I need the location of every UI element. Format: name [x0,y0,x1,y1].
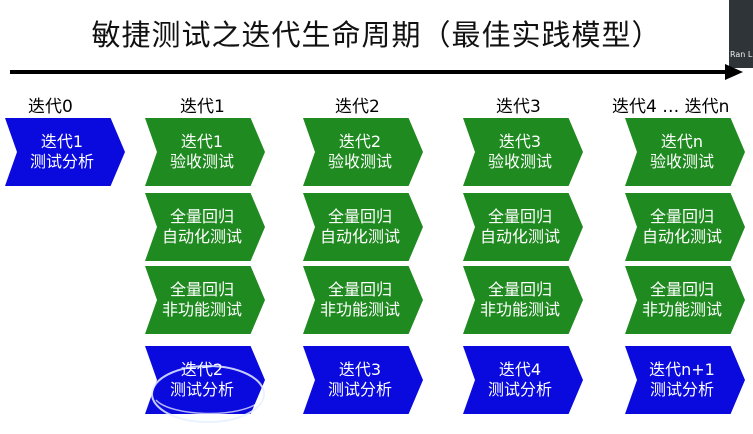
column-label-iteration-0: 迭代0 [28,92,73,117]
slide-title: 敏捷测试之迭代生命周期（最佳实践模型） [0,12,753,54]
step-line-2: 非功能测试 [320,300,406,320]
step-line-2: 验收测试 [328,152,398,172]
step-line-1: 全量回归 [170,207,240,227]
step-line-2: 非功能测试 [162,300,248,320]
iteration-3-regression-automation-step: 全量回归 自动化测试 [463,193,583,261]
iteration-n-next-test-analysis-step: 迭代n+1 测试分析 [625,346,745,414]
iteration-n-acceptance-test-step: 迭代n 验收测试 [625,118,745,186]
iteration-2-regression-nonfunctional-step: 全量回归 非功能测试 [303,266,423,334]
step-line-2: 自动化测试 [642,227,728,247]
step-line-1: 全量回归 [328,280,398,300]
step-line-1: 迭代1 [181,132,229,152]
iteration-2-acceptance-test-step: 迭代2 验收测试 [303,118,423,186]
step-line-1: 全量回归 [488,280,558,300]
step-line-1: 迭代4 [499,360,547,380]
column-label-iteration-1: 迭代1 [180,92,225,117]
iteration-1-acceptance-test-step: 迭代1 验收测试 [145,118,265,186]
step-line-1: 全量回归 [170,280,240,300]
step-line-2: 测试分析 [488,380,558,400]
iteration-n-regression-nonfunctional-step: 全量回归 非功能测试 [625,266,745,334]
step-line-2: 自动化测试 [480,227,566,247]
iteration-3-next-test-analysis-step: 迭代4 测试分析 [463,346,583,414]
iteration-1-regression-nonfunctional-step: 全量回归 非功能测试 [145,266,265,334]
step-line-2: 自动化测试 [320,227,406,247]
iteration-2-regression-automation-step: 全量回归 自动化测试 [303,193,423,261]
timeline-arrowhead [725,64,743,80]
iteration-1-regression-automation-step: 全量回归 自动化测试 [145,193,265,261]
iteration-2-next-test-analysis-step: 迭代3 测试分析 [303,346,423,414]
step-line-1: 全量回归 [488,207,558,227]
step-line-2: 验收测试 [650,152,720,172]
step-line-1: 迭代n [661,132,709,152]
step-line-2: 非功能测试 [642,300,728,320]
step-line-1: 全量回归 [650,280,720,300]
step-line-2: 自动化测试 [162,227,248,247]
step-line-2: 验收测试 [488,152,558,172]
step-line-1: 迭代3 [499,132,547,152]
step-line-2: 测试分析 [170,380,240,400]
step-line-2: 测试分析 [30,152,100,172]
step-line-1: 迭代2 [181,360,229,380]
iteration-3-acceptance-test-step: 迭代3 验收测试 [463,118,583,186]
column-label-iteration-4-n: 迭代4 … 迭代n [612,92,729,117]
timeline-line [10,70,728,74]
iteration-3-regression-nonfunctional-step: 全量回归 非功能测试 [463,266,583,334]
step-line-1: 迭代3 [339,360,387,380]
step-line-1: 迭代2 [339,132,387,152]
iteration-n-regression-automation-step: 全量回归 自动化测试 [625,193,745,261]
step-line-2: 测试分析 [650,380,720,400]
participant-name: Ran Li [730,50,753,59]
step-line-1: 全量回归 [328,207,398,227]
step-line-2: 测试分析 [328,380,398,400]
step-line-1: 全量回归 [650,207,720,227]
column-label-iteration-3: 迭代3 [496,92,541,117]
step-line-2: 验收测试 [170,152,240,172]
iteration-1-next-test-analysis-step: 迭代2 测试分析 [145,346,265,414]
step-line-1: 迭代n+1 [649,360,721,380]
column-label-iteration-2: 迭代2 [335,92,380,117]
step-line-2: 非功能测试 [480,300,566,320]
step-line-1: 迭代1 [41,132,89,152]
iteration-0-test-analysis-step: 迭代1 测试分析 [5,118,125,186]
